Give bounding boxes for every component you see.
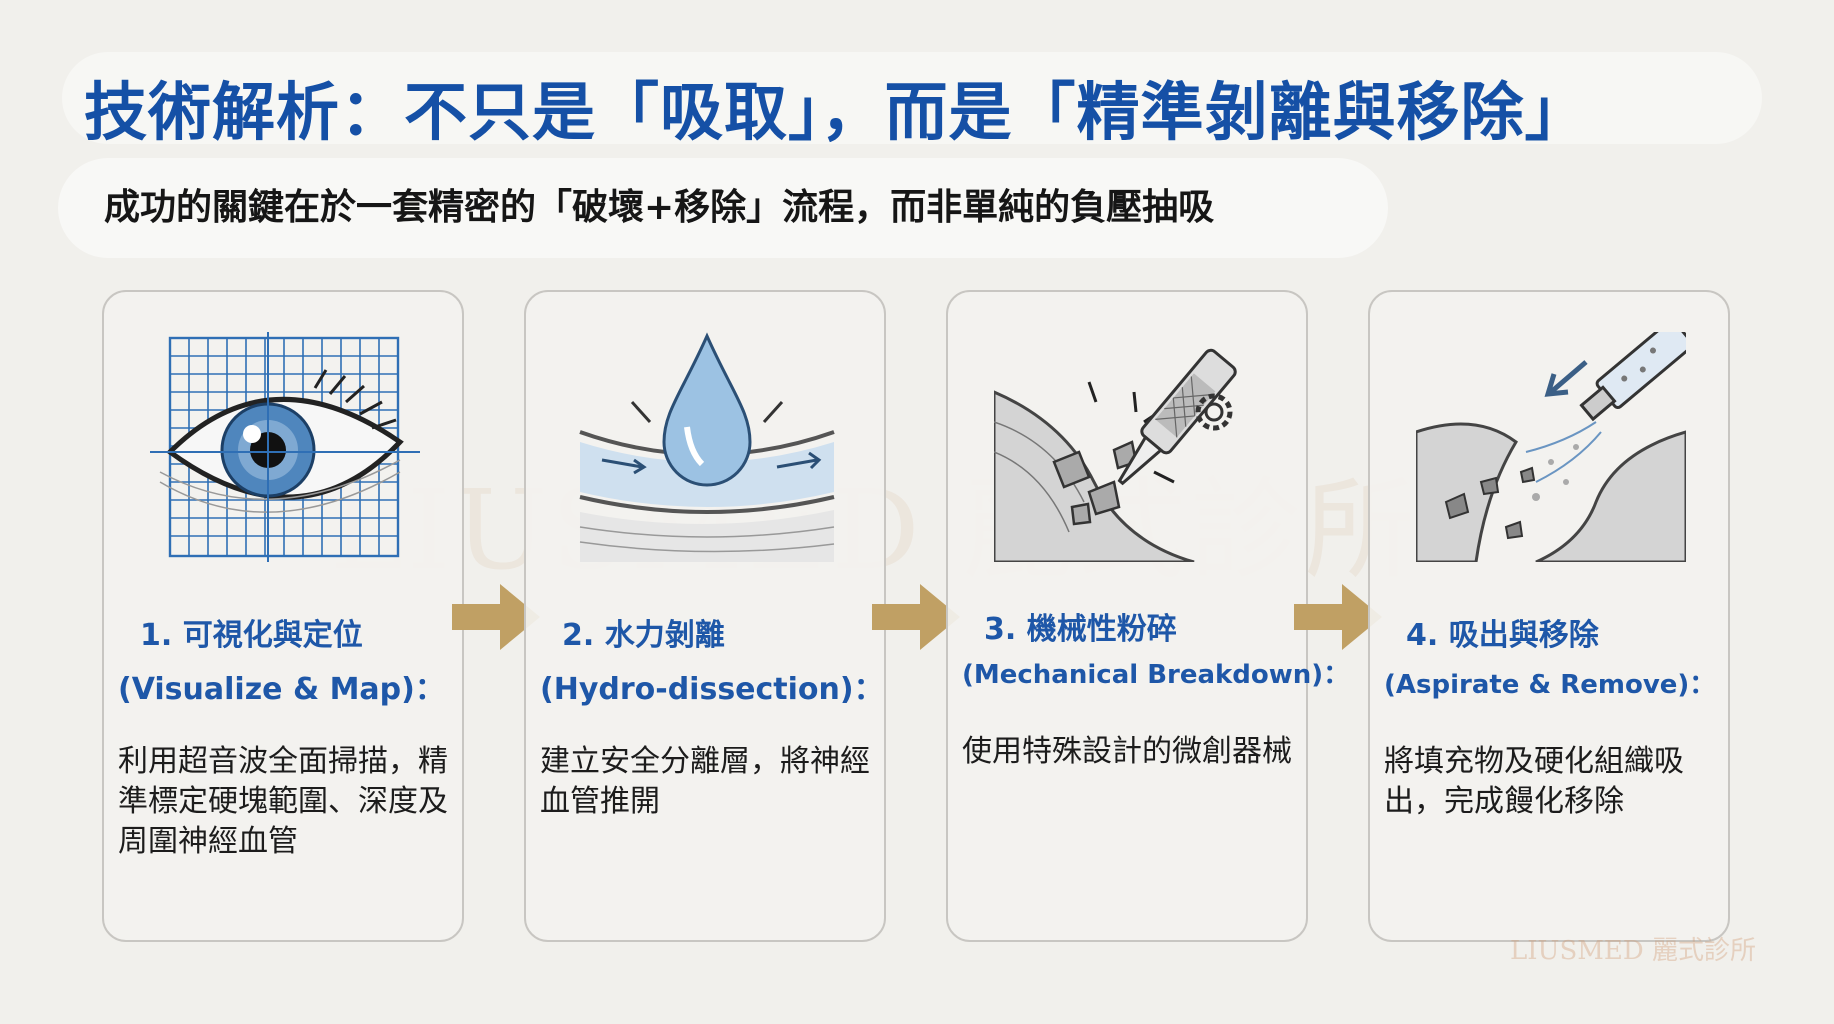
step-heading: 3. 機械性粉碎 (Mechanical Breakdown)： — [962, 604, 1350, 691]
arrow-right-icon — [452, 584, 540, 650]
page-subtitle: 成功的關鍵在於一套精密的「破壞+移除」流程，而非單純的負壓抽吸 — [104, 187, 1215, 228]
arrow-right-icon — [1294, 584, 1382, 650]
step-description: 將填充物及硬化組織吸出，完成饅化移除 — [1384, 744, 1684, 819]
step-card-visualize: 1. 可視化與定位 (Visualize & Map)： 利用超音波全面掃描，精… — [102, 290, 464, 942]
step-english: (Aspirate & Remove)： — [1384, 670, 1716, 700]
step-heading: 1. 可視化與定位 (Visualize & Map)： — [118, 610, 456, 708]
step-title: 3. 機械性粉碎 — [984, 612, 1177, 647]
corner-logo-watermark: LIUSMED 麗式診所 — [1510, 936, 1756, 966]
step-card-hydro: 2. 水力剝離 (Hydro-dissection)： 建立安全分離層，將神經血… — [524, 290, 886, 942]
title-band — [62, 52, 1762, 144]
page-title: 技術解析：不只是「吸取」，而是「精準剝離與移除」 — [84, 76, 1589, 149]
step-description: 利用超音波全面掃描，精準標定硬塊範圍、深度及周圍神經血管 — [118, 744, 448, 859]
aspiration-cannula-icon — [1416, 332, 1686, 562]
step-english: (Hydro-dissection)： — [540, 672, 884, 707]
step-heading: 4. 吸出與移除 (Aspirate & Remove)： — [1384, 610, 1722, 701]
step-english: (Mechanical Breakdown)： — [962, 660, 1350, 690]
step-card-mechanical: 3. 機械性粉碎 (Mechanical Breakdown)： 使用特殊設計的… — [946, 290, 1350, 942]
step-heading: 2. 水力剝離 (Hydro-dissection)： — [540, 610, 884, 708]
step-description: 建立安全分離層，將神經血管推開 — [540, 744, 870, 819]
step-title: 4. 吸出與移除 — [1406, 618, 1599, 653]
step-description: 使用特殊設計的微創器械 — [962, 734, 1292, 769]
micro-instrument-icon — [994, 348, 1237, 562]
subtitle-band — [58, 158, 1388, 258]
arrow-right-icon — [872, 584, 960, 650]
step-english: (Visualize & Map)： — [118, 672, 445, 707]
water-drop-icon — [579, 332, 835, 562]
step-title: 1. 可視化與定位 — [140, 618, 363, 653]
step-title: 2. 水力剝離 — [562, 618, 725, 653]
eye-grid-icon — [150, 332, 420, 562]
step-card-aspirate: 4. 吸出與移除 (Aspirate & Remove)： 將填充物及硬化組織吸… — [1368, 290, 1730, 942]
